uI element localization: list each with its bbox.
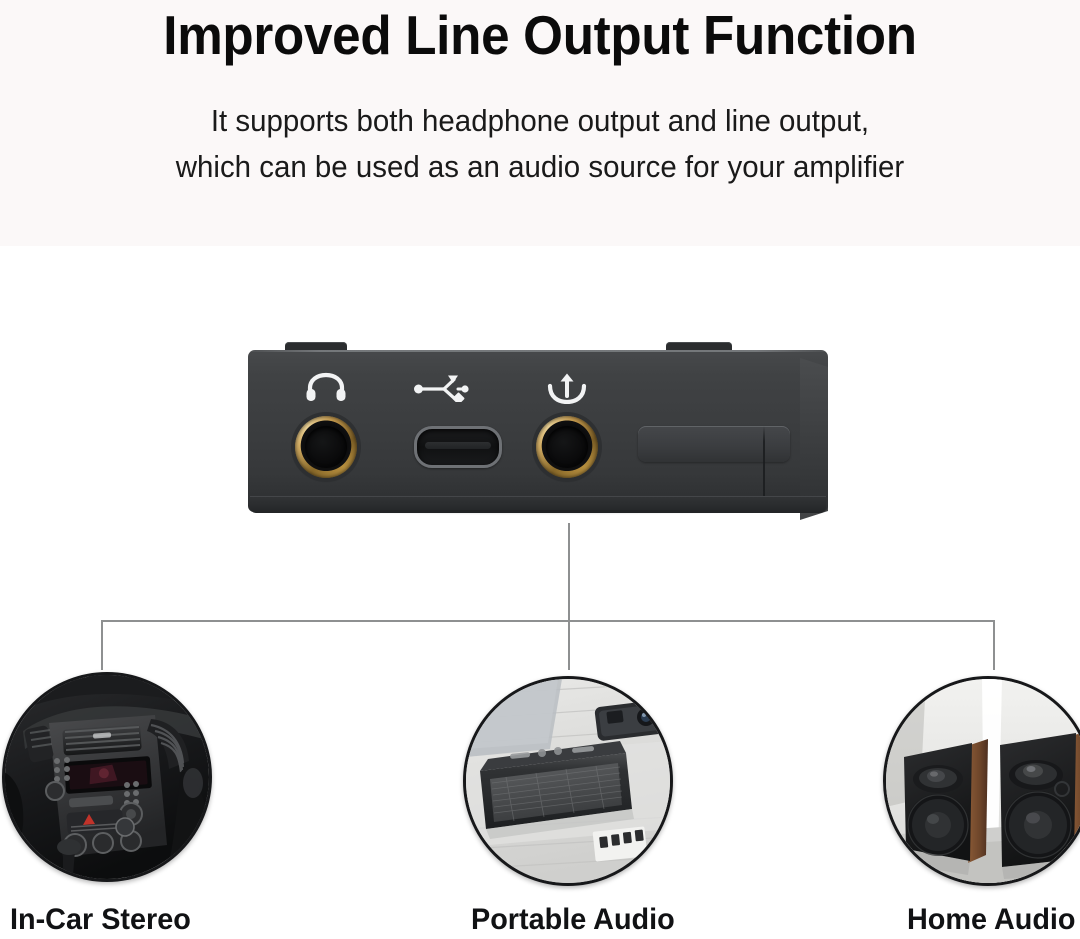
line-out-arrow-icon xyxy=(546,372,588,404)
device-top-tab-left xyxy=(285,342,347,352)
header-band xyxy=(0,0,1080,246)
connector-stem xyxy=(568,523,570,621)
headphone-icon xyxy=(305,372,347,402)
use-case-image-in-car-stereo xyxy=(2,672,212,882)
connector-drop-middle xyxy=(568,620,570,670)
subtitle-line-1: It supports both headphone output and li… xyxy=(210,103,870,138)
connector-drop-right xyxy=(993,620,995,670)
use-case-label-home-audio: Home Audio xyxy=(907,903,1076,936)
line-out-jack-port xyxy=(536,416,598,478)
usb-icon xyxy=(414,372,470,402)
device-image xyxy=(248,342,828,517)
device-shadow xyxy=(254,510,822,515)
page-title: Improved Line Output Function xyxy=(163,4,917,66)
use-case-label-portable-audio: Portable Audio xyxy=(471,903,675,936)
usb-c-port xyxy=(414,426,502,468)
page-subtitle: It supports both headphone output and li… xyxy=(27,98,1053,190)
use-case-image-portable-audio xyxy=(463,676,673,886)
device-side-slot xyxy=(638,426,790,462)
device-seam-line xyxy=(763,426,765,512)
device-top-tab-right xyxy=(666,342,732,352)
use-case-label-in-car-stereo: In-Car Stereo xyxy=(10,903,191,936)
connector-drop-left xyxy=(101,620,103,670)
subtitle-line-2: which can be used as an audio source for… xyxy=(175,149,905,184)
use-case-image-home-audio xyxy=(883,676,1080,886)
connector-horizontal xyxy=(101,620,995,622)
device-base-strip xyxy=(250,496,826,513)
device-body xyxy=(248,350,828,512)
headphone-jack-port xyxy=(295,416,357,478)
